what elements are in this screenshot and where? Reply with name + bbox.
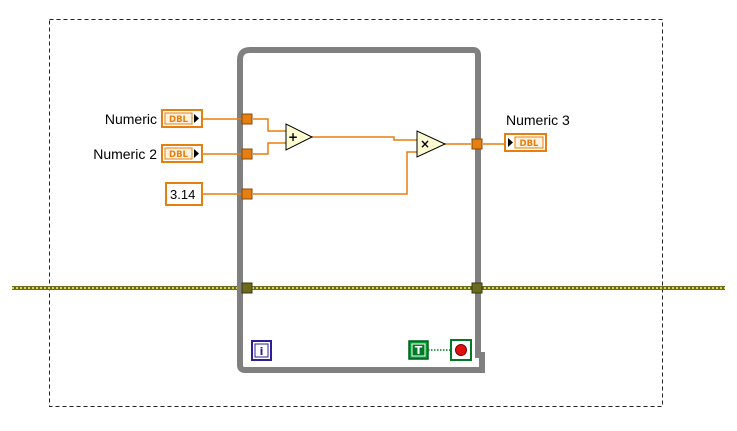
control-numeric-2-label: Numeric 2 — [93, 146, 157, 162]
add-node[interactable]: + — [285, 123, 314, 151]
indicator-numeric-3-type: DBL — [520, 139, 540, 149]
while-loop-border — [237, 47, 485, 373]
indicator-numeric-3-label: Numeric 3 — [506, 112, 570, 128]
stop-icon — [455, 344, 467, 356]
true-symbol: T — [415, 344, 423, 357]
indicator-numeric-3-arrow-icon — [508, 138, 513, 147]
numeric-constant-value: 3.14 — [170, 187, 195, 202]
input-tunnel-numeric-2[interactable] — [241, 148, 253, 160]
input-tunnel-constant[interactable] — [241, 188, 253, 200]
control-numeric-2-terminal[interactable]: DBL — [161, 144, 203, 163]
add-symbol: + — [288, 130, 298, 144]
sequence-frame-border — [49, 19, 663, 407]
control-numeric-label: Numeric — [105, 111, 157, 127]
iteration-terminal[interactable]: i — [251, 340, 272, 361]
error-tunnel-left[interactable] — [241, 282, 253, 294]
iteration-symbol: i — [260, 345, 264, 358]
error-tunnel-right[interactable] — [471, 282, 483, 294]
multiply-symbol: × — [420, 137, 430, 151]
control-numeric-2-arrow-icon — [194, 149, 199, 158]
loop-condition-terminal[interactable] — [450, 339, 472, 361]
control-numeric-2-type: DBL — [169, 150, 189, 160]
true-constant[interactable]: T — [408, 340, 429, 360]
input-tunnel-numeric[interactable] — [241, 113, 253, 125]
numeric-wires[interactable] — [203, 118, 505, 195]
while-loop[interactable] — [237, 47, 485, 373]
control-numeric-terminal[interactable]: DBL — [161, 109, 203, 128]
control-numeric-arrow-icon — [194, 114, 199, 123]
output-tunnel-numeric-3[interactable] — [471, 138, 483, 150]
numeric-constant[interactable]: 3.14 — [165, 182, 203, 206]
indicator-numeric-3-terminal[interactable]: DBL — [504, 133, 547, 152]
multiply-node[interactable]: × — [416, 130, 447, 158]
control-numeric-type: DBL — [169, 115, 189, 125]
